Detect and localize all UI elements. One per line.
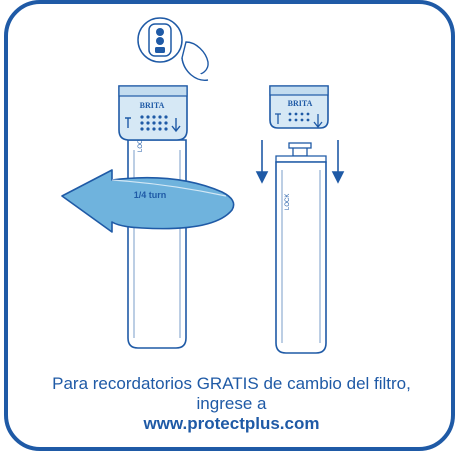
caption-line-2: ingrese a xyxy=(196,394,267,413)
brand-label-right: BRITA xyxy=(288,99,313,108)
caption-line-1: Para recordatorios GRATIS de cambio del … xyxy=(52,374,411,393)
filter-install-illustration: LOCK BRITA 1/4 turn BRITA xyxy=(61,17,345,354)
caption: Para recordatorios GRATIS de cambio del … xyxy=(20,374,443,434)
down-arrow-icon xyxy=(255,140,345,184)
brand-label-left: BRITA xyxy=(140,101,165,110)
right-filter-assembly: BRITA LOCK xyxy=(269,85,329,354)
caption-url: www.protectplus.com xyxy=(143,414,320,433)
illustration-frame xyxy=(4,0,455,451)
rotate-arrow-icon: 1/4 turn xyxy=(61,169,235,233)
hand-icon xyxy=(181,41,209,81)
lock-label-left: LOCK xyxy=(138,136,144,152)
lock-label-right: LOCK xyxy=(285,194,291,210)
quarter-turn-label: 1/4 turn xyxy=(134,190,167,200)
indicator-dial-icon xyxy=(137,17,183,63)
